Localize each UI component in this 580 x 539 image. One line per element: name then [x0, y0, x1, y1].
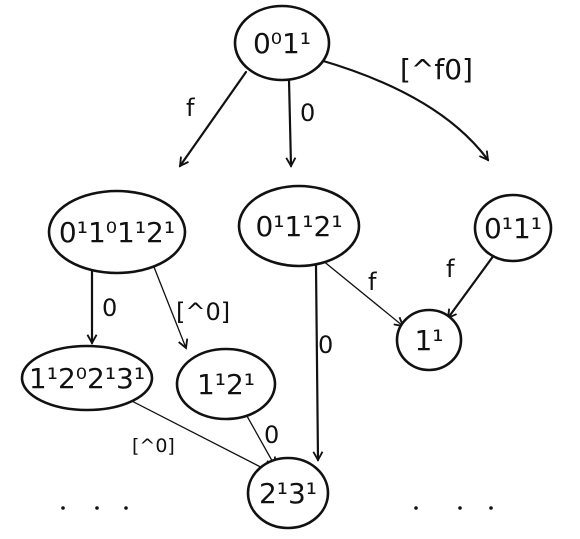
- state-node-lr: 1¹2¹: [175, 347, 277, 421]
- state-node-bottom: 2¹3¹: [246, 456, 330, 530]
- edge-label-root-middle: 0: [300, 99, 315, 127]
- state-node-mr-label: 1¹: [414, 324, 443, 357]
- state-node-root: 0⁰1¹: [233, 4, 331, 82]
- edge-label-root-left: f: [186, 94, 195, 122]
- edge-label-root-right: [^f0]: [400, 53, 473, 86]
- edge-label-middle-mr: f: [368, 268, 377, 296]
- edge-right-mr: [448, 249, 499, 318]
- state-node-middle: 0¹1¹2¹: [237, 184, 361, 268]
- state-node-lr-label: 1¹2¹: [197, 368, 255, 401]
- state-node-ll: 1¹2⁰2¹3¹: [20, 344, 154, 412]
- continuation-dots-left: [61, 506, 128, 510]
- state-node-bottom-label: 2¹3¹: [259, 477, 317, 510]
- edge-ll-bottom: [121, 395, 282, 478]
- edge-label-right-mr: f: [446, 255, 455, 283]
- state-node-mr: 1¹: [395, 308, 463, 372]
- edge-label-middle-bottom: 0: [318, 331, 333, 359]
- state-node-ll-label: 1¹2⁰2¹3¹: [29, 362, 145, 395]
- edge-label-left-lr: [^0]: [176, 298, 230, 326]
- edge-left-lr: [151, 261, 186, 348]
- edge-middle-bottom: [316, 264, 318, 460]
- edge-label-ll-bottom: [^0]: [132, 435, 175, 457]
- state-node-middle-label: 0¹1¹2¹: [255, 210, 342, 243]
- state-node-right: 0¹1¹: [473, 193, 553, 263]
- edge-middle-mr: [321, 259, 403, 326]
- edge-root-middle: [289, 78, 291, 166]
- edge-label-left-ll: 0: [102, 294, 117, 322]
- edge-label-lr-bottom: 0: [264, 421, 279, 449]
- continuation-dots-right: [414, 506, 493, 510]
- state-node-left: 0¹1⁰1¹2¹: [47, 189, 187, 275]
- state-node-root-label: 0⁰1¹: [253, 27, 311, 60]
- state-node-right-label: 0¹1¹: [484, 212, 542, 245]
- edge-root-left: [178, 70, 248, 166]
- edge-root-right: [318, 58, 488, 160]
- state-node-left-label: 0¹1⁰1¹2¹: [59, 216, 175, 249]
